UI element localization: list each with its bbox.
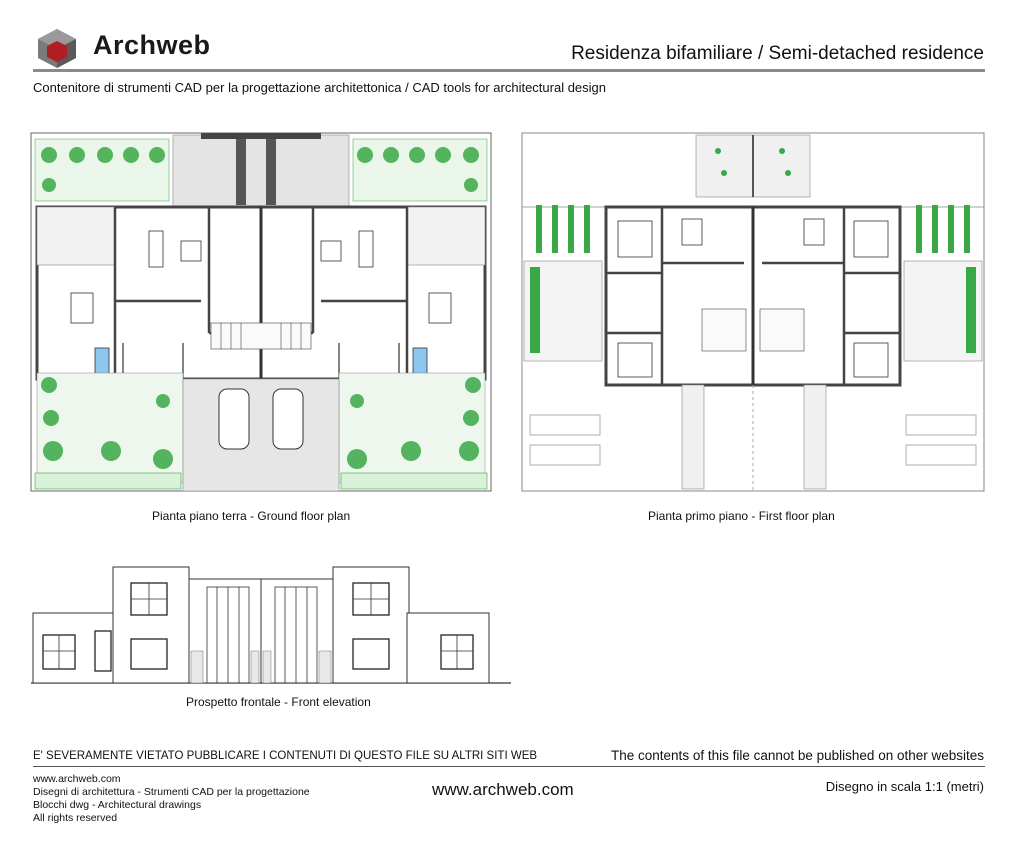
footer-line: Disegni di architettura - Strumenti CAD … — [33, 786, 310, 798]
archweb-logo-icon — [38, 29, 76, 68]
footer-line: www.archweb.com — [33, 773, 121, 785]
scale-note: Disegno in scala 1:1 (metri) — [825, 779, 984, 794]
copyright-warning-english: The contents of this file cannot be publ… — [611, 748, 984, 763]
footer-divider — [33, 766, 985, 767]
copyright-warning-italian: E' SEVERAMENTE VIETATO PUBBLICARE I CONT… — [33, 750, 538, 762]
first-floor-plan — [521, 132, 985, 492]
ground-floor-plan — [30, 132, 492, 492]
header-divider — [33, 69, 985, 72]
footer-line: All rights reserved — [33, 812, 118, 824]
header-subtitle: Contenitore di strumenti CAD per la prog… — [33, 80, 607, 95]
first-floor-caption: Pianta primo piano - First floor plan — [648, 509, 835, 523]
front-elevation-caption: Prospetto frontale - Front elevation — [186, 695, 371, 709]
footer-line: Blocchi dwg - Architectural drawings — [33, 799, 202, 811]
ground-floor-caption: Pianta piano terra - Ground floor plan — [152, 509, 351, 523]
drawing-title: Residenza bifamiliare / Semi-detached re… — [571, 43, 984, 64]
brand-name: Archweb — [93, 30, 211, 60]
website-link[interactable]: www.archweb.com — [432, 780, 574, 799]
front-elevation — [31, 566, 511, 684]
